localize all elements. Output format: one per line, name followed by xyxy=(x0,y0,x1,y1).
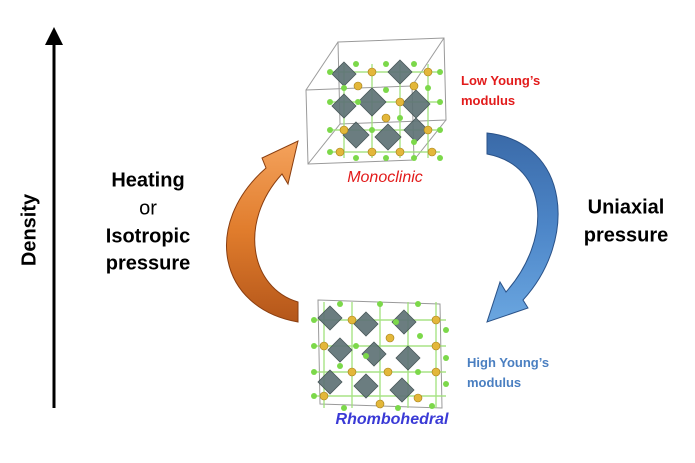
heating-label-line1: Heating xyxy=(111,169,185,192)
uniaxial-label-line1: Uniaxial xyxy=(587,196,665,219)
rhombohedral-label: Rhombohedral xyxy=(335,411,449,428)
heating-label-line3: Isotropic xyxy=(105,225,191,248)
density-axis-label: Density xyxy=(18,193,41,267)
uniaxial-label-line2: pressure xyxy=(583,224,669,247)
uniaxial-arrow xyxy=(486,132,559,323)
high-modulus-label-line2: modulus xyxy=(467,375,522,390)
heating-label-line2: or xyxy=(139,197,157,220)
heating-arrow xyxy=(226,140,299,323)
high-modulus-label-line1: High Young’s xyxy=(467,355,550,370)
heating-label-line4: pressure xyxy=(105,252,191,275)
rhombohedral-structure xyxy=(311,299,449,411)
low-modulus-label-line1: Low Young’s xyxy=(461,73,541,88)
monoclinic-label: Monoclinic xyxy=(347,169,423,186)
low-modulus-label-line2: modulus xyxy=(461,93,516,108)
monoclinic-structure xyxy=(305,37,447,165)
